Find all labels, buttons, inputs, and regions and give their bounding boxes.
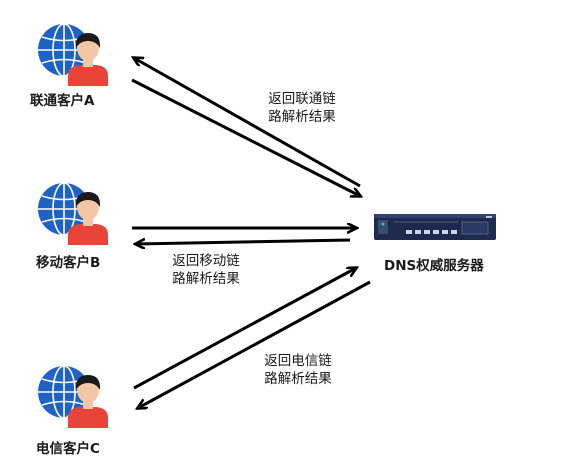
client-label-telecom: 电信客户C [36,441,100,457]
server-label: DNS权威服务器 [384,258,484,274]
annotation-line-2: 路解析结果 [268,109,336,125]
user-globe-icon [38,23,108,86]
user-globe-icon [38,182,108,245]
response-arrow-mobile [136,240,351,244]
annotation-line-2: 路解析结果 [172,271,240,287]
arrow-annotation-mobile: 返回移动链 路解析结果 [166,252,246,288]
annotation-line-1: 返回移动链 [172,253,240,269]
annotation-line-2: 路解析结果 [264,371,332,387]
annotation-line-1: 返回联通链 [268,91,336,107]
request-arrow-telecom [133,268,356,390]
server-icon [374,214,496,240]
annotation-line-1: 返回电信链 [264,353,332,369]
response-arrow-unicom [134,58,361,188]
request-arrow-unicom [131,78,360,196]
arrow-annotation-telecom: 返回电信链 路解析结果 [258,352,338,388]
client-label-mobile: 移动客户B [36,255,101,271]
response-arrow-telecom [138,280,371,408]
client-label-unicom: 联通客户A [30,93,95,109]
user-globe-icon [38,365,108,428]
arrow-annotation-unicom: 返回联通链 路解析结果 [262,90,342,126]
